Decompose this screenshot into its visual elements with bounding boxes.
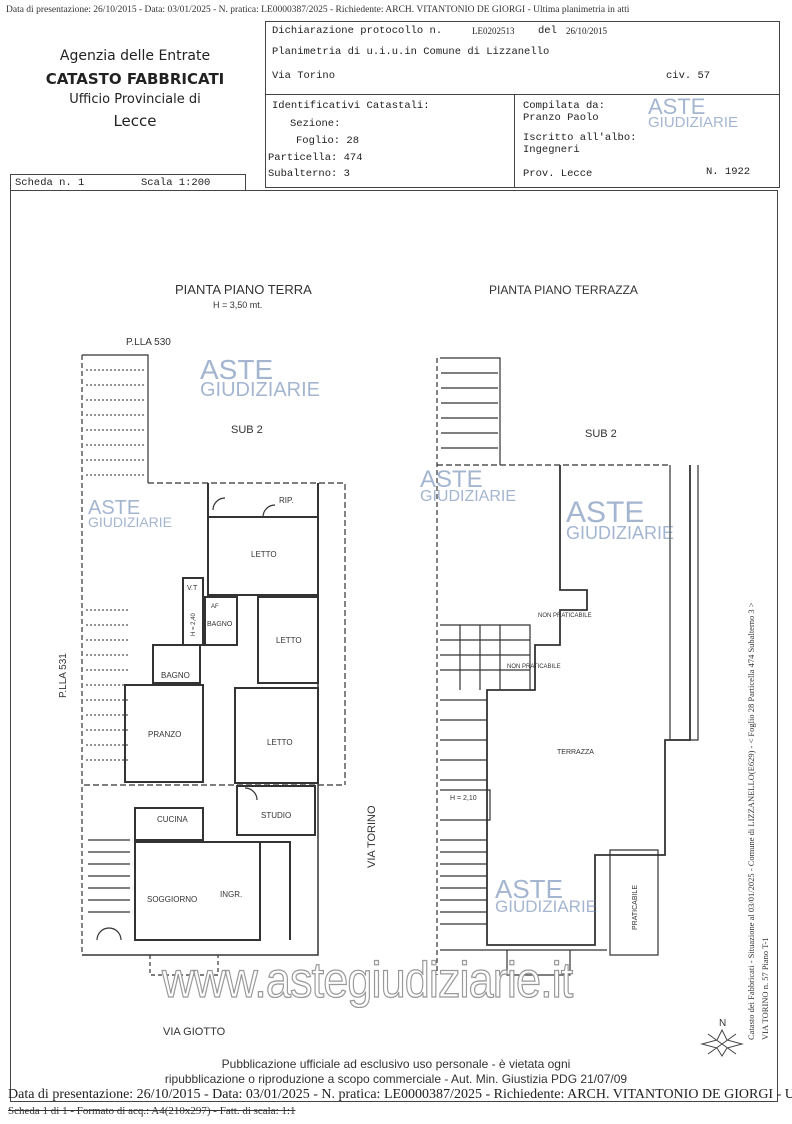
footer-data-line: Data di presentazione: 26/10/2015 - Data… <box>8 1087 792 1102</box>
agency-dept: CATASTO FABBRICATI <box>45 70 225 88</box>
room-vt: V.T <box>187 585 198 592</box>
terrazza-label: TERRAZZA <box>557 749 594 756</box>
room-bagno-2: BAGNO <box>161 671 190 680</box>
room-soggiorno: SOGGIORNO <box>147 895 197 904</box>
compilata-label: Compilata da: <box>523 100 605 112</box>
compass-north: N <box>719 1018 726 1029</box>
side-address-text: VIA TORINO n. 57 Piano T-1 <box>760 937 770 1040</box>
ground-labels: PIANTA PIANO TERRA H = 3,50 mt. P.LLA 53… <box>58 282 378 1038</box>
albo-label: Iscritto all'albo: <box>523 132 637 144</box>
civic-number: civ. 57 <box>666 70 711 82</box>
drawing-frame <box>10 190 778 1102</box>
sezione: Sezione: <box>290 118 341 130</box>
non-praticabile-1: NON PRATICABILE <box>538 613 592 619</box>
room-rip: RIP. <box>279 496 294 505</box>
room-pranzo: PRANZO <box>148 730 181 739</box>
planimetria-text: Planimetria di u.i.u.in Comune di Lizzan… <box>272 46 550 58</box>
non-praticabile-2: NON PRATICABILE <box>507 664 561 670</box>
footer-notice-2: ripubblicazione o riproduzione a scopo c… <box>164 1072 628 1086</box>
watermark-url: www.astegiudiziarie.it <box>161 952 573 1008</box>
terrace-plan <box>436 357 699 976</box>
room-letto-3: LETTO <box>267 738 293 747</box>
scale-label: Scala 1:200 <box>141 177 211 189</box>
agency-name: Agenzia delle Entrate <box>59 48 211 64</box>
room-studio: STUDIO <box>261 811 291 820</box>
protocol-date: 26/10/2015 <box>566 26 608 36</box>
compilata-name: Pranzo Paolo <box>523 112 599 124</box>
agency-office: Ufficio Provinciale di <box>69 92 201 107</box>
particella: Particella: 474 <box>268 152 363 164</box>
room-letto-2: LETTO <box>276 636 302 645</box>
terrace-plan-title: PIANTA PIANO TERRAZZA <box>489 283 638 297</box>
sub2-terrace: SUB 2 <box>585 428 617 440</box>
footer-notice-1: Pubblicazione ufficiale ad esclusivo uso… <box>221 1057 571 1071</box>
albo: Ingegneri <box>523 144 580 156</box>
scheda-box: Scheda n. 1 Scala 1:200 <box>10 174 246 191</box>
street-via-torino: VIA TORINO <box>366 805 378 868</box>
sub2-ground: SUB 2 <box>231 424 263 436</box>
subalterno: Subalterno: 3 <box>268 168 350 180</box>
af-label: AF <box>211 604 219 610</box>
compass-icon: N <box>700 1018 744 1057</box>
ground-floor-plan <box>81 354 346 976</box>
street-via-giotto: VIA GIOTTO <box>163 1026 226 1038</box>
plla-531: P.LLA 531 <box>58 653 69 698</box>
protocol-number: LE0202513 <box>472 26 515 36</box>
room-letto-1: LETTO <box>251 550 277 559</box>
ident-title: Identificativi Catastali: <box>272 100 430 112</box>
foglio: Foglio: 28 <box>296 135 360 147</box>
del-label: del <box>538 25 557 37</box>
plla-530: P.LLA 530 <box>126 337 171 348</box>
ground-plan-title: PIANTA PIANO TERRA <box>175 282 312 297</box>
footer-scheda-line: Scheda 1 di 1 - Formato di acq.: A4(210x… <box>8 1105 296 1117</box>
scheda-label: Scheda n. 1 <box>15 177 85 189</box>
top-presentation-line: Data di presentazione: 26/10/2015 - Data… <box>6 5 630 15</box>
bagno-height: H = 2,40 <box>191 612 197 636</box>
room-bagno-1: BAGNO <box>207 621 233 628</box>
agency-city: Lecce <box>113 112 157 130</box>
header-box: Dichiarazione protocollo n. LE0202513 de… <box>265 21 780 188</box>
street: Via Torino <box>272 70 336 82</box>
terrace-height: H = 2,10 <box>450 795 477 802</box>
side-cadastral-text: Catasto dei Fabbricati - Situazione al 0… <box>746 602 756 1040</box>
room-ingresso: INGR. <box>220 890 242 899</box>
terrace-labels: PIANTA PIANO TERRAZZA SUB 2 NON PRATICAB… <box>450 283 639 930</box>
ground-height: H = 3,50 mt. <box>213 300 262 310</box>
registration-number: N. 1922 <box>706 166 751 178</box>
province: Prov. Lecce <box>523 168 593 180</box>
praticabile-label: PRATICABILE <box>632 885 639 930</box>
protocol-label: Dichiarazione protocollo n. <box>272 25 443 37</box>
room-cucina: CUCINA <box>157 815 188 824</box>
